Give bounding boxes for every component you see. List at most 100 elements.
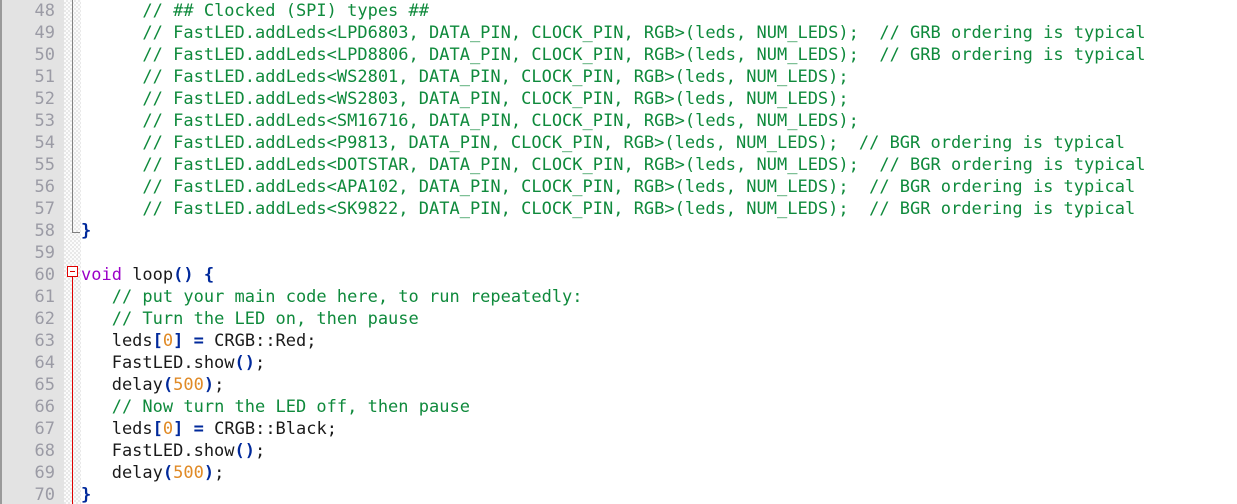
line-number: 60 [34,265,55,285]
line-number: 66 [34,397,55,417]
code-line[interactable]: // FastLED.addLeds<P9813, DATA_PIN, CLOC… [81,132,1237,154]
code-token-pln [81,309,112,329]
code-token-cmt: // FastLED.addLeds<LPD6803, DATA_PIN, CL… [142,23,1146,43]
code-token-op: () [234,353,256,373]
code-token-cmt: // FastLED.addLeds<DOTSTAR, DATA_PIN, CL… [142,155,1146,175]
code-line[interactable]: // FastLED.addLeds<WS2803, DATA_PIN, CLO… [81,88,1237,110]
code-token-op: ] [173,331,184,351]
code-token-pln [81,155,142,175]
code-token-op: [ [152,331,163,351]
code-line[interactable]: // FastLED.addLeds<LPD6803, DATA_PIN, CL… [81,22,1237,44]
code-token-pln [81,1,142,21]
code-token-op: ( [162,375,174,395]
code-token-cmt: // Now turn the LED off, then pause [111,397,470,417]
code-line[interactable]: delay(500); [81,462,1237,484]
code-token-pln: leds [81,331,153,351]
line-number: 65 [34,375,55,395]
line-number: 63 [34,331,55,351]
code-token-pln: FastLED.show [81,441,235,461]
code-token-num: 0 [162,419,174,439]
code-line[interactable]: leds[0] = CRGB::Black; [81,418,1237,440]
line-number: 49 [34,23,55,43]
code-line[interactable]: // FastLED.addLeds<APA102, DATA_PIN, CLO… [81,176,1237,198]
code-token-cmt: // Turn the LED on, then pause [111,309,419,329]
code-token-cmt: // FastLED.addLeds<LPD8806, DATA_PIN, CL… [142,45,1146,65]
code-token-op: ) [203,375,215,395]
code-token-op: } [81,221,92,241]
code-token-cmt: // FastLED.addLeds<SK9822, DATA_PIN, CLO… [142,199,1136,219]
code-token-cmt: // ## Clocked (SPI) types ## [142,1,429,21]
code-token-cmt: // FastLED.addLeds<WS2803, DATA_PIN, CLO… [142,89,849,109]
code-fold-column[interactable] [64,0,81,504]
code-token-pln: leds [81,419,153,439]
code-line[interactable]: } [81,220,1237,242]
line-number: 56 [34,177,55,197]
line-number: 67 [34,419,55,439]
line-number: 50 [34,45,55,65]
line-number: 68 [34,441,55,461]
code-line[interactable]: leds[0] = CRGB::Red; [81,330,1237,352]
code-token-pln [81,23,142,43]
code-line[interactable]: // FastLED.addLeds<DOTSTAR, DATA_PIN, CL… [81,154,1237,176]
code-line[interactable]: // FastLED.addLeds<WS2801, DATA_PIN, CLO… [81,66,1237,88]
code-token-op: { [203,265,215,285]
line-number: 52 [34,89,55,109]
code-token-num: 500 [173,463,204,483]
code-token-pln: CRGB::Red; [203,331,317,351]
code-line[interactable]: void loop() { [81,264,1237,286]
code-token-pln [81,133,142,153]
code-token-pln: FastLED.show [81,353,235,373]
line-number: 61 [34,287,55,307]
code-line[interactable]: delay(500); [81,374,1237,396]
code-token-pln [81,89,142,109]
code-token-kw: void [81,265,122,285]
code-content[interactable]: // ## Clocked (SPI) types ## // FastLED.… [81,0,1237,504]
fold-toggle-loop[interactable] [67,266,78,277]
fold-guide-loop-block [72,277,73,504]
line-number: 69 [34,463,55,483]
code-token-cmt: // FastLED.addLeds<SM16716, DATA_PIN, CL… [142,111,859,131]
code-token-op: () [234,441,256,461]
code-token-pln [183,331,193,351]
line-number: 59 [34,243,55,263]
line-number: 70 [34,485,55,504]
code-line[interactable]: // ## Clocked (SPI) types ## [81,0,1237,22]
line-number: 55 [34,155,55,175]
code-token-pln: ; [214,463,225,483]
code-line[interactable]: // FastLED.addLeds<SK9822, DATA_PIN, CLO… [81,198,1237,220]
line-number: 64 [34,353,55,373]
line-number: 53 [34,111,55,131]
code-line[interactable]: // FastLED.addLeds<LPD8806, DATA_PIN, CL… [81,44,1237,66]
code-line[interactable]: FastLED.show(); [81,352,1237,374]
code-token-pln [81,45,142,65]
code-token-pln [183,419,193,439]
code-token-op: ( [162,463,174,483]
code-line[interactable]: // put your main code here, to run repea… [81,286,1237,308]
code-token-pln [81,287,112,307]
code-token-pln: delay [81,463,163,483]
code-token-pln [194,265,204,285]
code-token-pln: CRGB::Black; [203,419,337,439]
code-line[interactable]: } [81,484,1237,504]
line-number: 54 [34,133,55,153]
code-token-num: 0 [162,331,174,351]
code-token-pln [81,67,142,87]
code-line[interactable]: // Turn the LED on, then pause [81,308,1237,330]
code-line[interactable]: // Now turn the LED off, then pause [81,396,1237,418]
code-token-op: [ [152,419,163,439]
code-line[interactable]: // FastLED.addLeds<SM16716, DATA_PIN, CL… [81,110,1237,132]
line-number: 62 [34,309,55,329]
code-line[interactable]: FastLED.show(); [81,440,1237,462]
code-token-num: 500 [173,375,204,395]
line-number: 58 [34,221,55,241]
code-token-cmt: // FastLED.addLeds<WS2801, DATA_PIN, CLO… [142,67,849,87]
code-token-pln [81,111,142,131]
code-line[interactable] [81,242,1237,264]
fold-guide-setup-block-corner [72,225,80,233]
code-token-op: () [173,265,194,285]
line-number: 57 [34,199,55,219]
code-token-pln: loop [121,265,174,285]
code-token-op: } [81,485,92,504]
